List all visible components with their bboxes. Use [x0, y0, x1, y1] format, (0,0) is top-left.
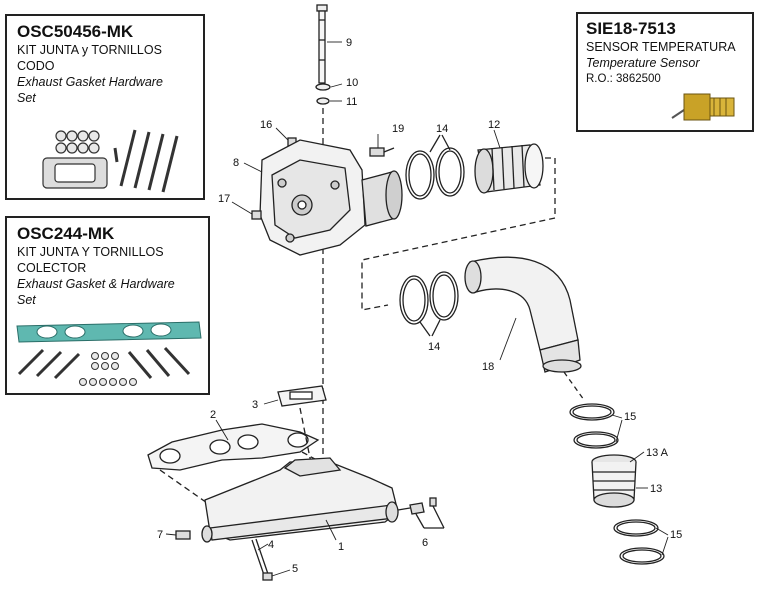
part-15-clamp-d [619, 547, 665, 565]
sensor-box-sie18-7513: SIE18-7513 SENSOR TEMPERATURA Temperatur… [576, 12, 754, 132]
callout-4: 4 [268, 539, 274, 551]
callout-15-upper: 15 [624, 411, 636, 423]
kit-code: OSC244-MK [17, 224, 115, 243]
callout-19: 19 [392, 123, 404, 135]
temperature-sensor-image [671, 93, 735, 121]
callout-16: 16 [260, 119, 272, 131]
callout-17: 17 [218, 193, 230, 205]
callout-6: 6 [422, 537, 428, 549]
kit-1-parts-image [42, 129, 179, 193]
kit-label-en: Exhaust Gasket & Hardware [17, 277, 175, 291]
kit-label-es: KIT JUNTA Y TORNILLOS [17, 245, 164, 259]
kit-label-es: KIT JUNTA y TORNILLOS [17, 43, 162, 57]
kit-label-en: Set [17, 91, 36, 105]
callout-2: 2 [210, 409, 216, 421]
part-14-clamp-lower-a [399, 275, 429, 325]
callout-1: 1 [338, 541, 344, 553]
callout-14-upper: 14 [436, 123, 448, 135]
callout-18: 18 [482, 361, 494, 373]
callout-10: 10 [346, 77, 358, 89]
part-13-coupling [591, 454, 637, 508]
callout-13: 13 [650, 483, 662, 495]
part-8-exhaust-elbow [259, 139, 403, 256]
assembly-dashed-guide [361, 157, 556, 311]
callout-14-lower: 14 [428, 341, 440, 353]
sensor-part-number: R.O.: 3862500 [586, 73, 661, 85]
kit-label-es: CODO [17, 59, 55, 73]
callout-5: 5 [292, 563, 298, 575]
kit-label-es: COLECTOR [17, 261, 87, 275]
part-9-bolt [316, 4, 328, 84]
part-2-manifold-gasket [147, 423, 320, 471]
part-3-gasket [277, 385, 327, 407]
kit-label-en: Set [17, 293, 36, 307]
part-14-clamp-lower-b [429, 271, 459, 321]
kit-box-osc244: OSC244-MK KIT JUNTA Y TORNILLOS COLECTOR… [5, 216, 210, 395]
sensor-label-es: SENSOR TEMPERATURA [586, 40, 736, 54]
callout-13a: 13 A [646, 447, 669, 459]
callout-leaders [165, 41, 669, 577]
sensor-code: SIE18-7513 [586, 19, 676, 38]
part-14-clamp-upper-b [435, 147, 465, 197]
part-14-clamp-upper-a [405, 150, 435, 200]
part-18-elbow-pipe [464, 256, 582, 373]
part-11-washer [316, 97, 330, 105]
part-15-clamp-a [569, 403, 615, 421]
part-1-exhaust-manifold [201, 457, 399, 543]
part-10-washer [315, 83, 331, 91]
callout-11: 11 [346, 96, 357, 108]
callout-7: 7 [157, 529, 163, 541]
callout-8: 8 [233, 157, 239, 169]
kit-box-osc50456: OSC50456-MK KIT JUNTA y TORNILLOS CODO E… [5, 14, 205, 200]
callout-12: 12 [488, 119, 500, 131]
part-6-drain-fitting [397, 497, 445, 529]
part-4-stud [251, 538, 269, 576]
part-17-plug [251, 210, 262, 220]
kit-code: OSC50456-MK [17, 22, 134, 41]
callout-3: 3 [252, 399, 258, 411]
part-15-clamp-b [573, 431, 619, 449]
kit-label-en: Exhaust Gasket Hardware [17, 75, 163, 89]
part-15-clamp-c [613, 519, 659, 537]
callout-9: 9 [346, 37, 352, 49]
part-5-nut [262, 572, 273, 581]
kit-2-parts-image [16, 321, 202, 386]
callout-15-lower: 15 [670, 529, 682, 541]
part-12-bellows-hose [474, 143, 544, 194]
sensor-label-en: Temperature Sensor [586, 56, 700, 70]
part-7-fitting [175, 530, 191, 540]
part-19-fitting [369, 147, 395, 157]
